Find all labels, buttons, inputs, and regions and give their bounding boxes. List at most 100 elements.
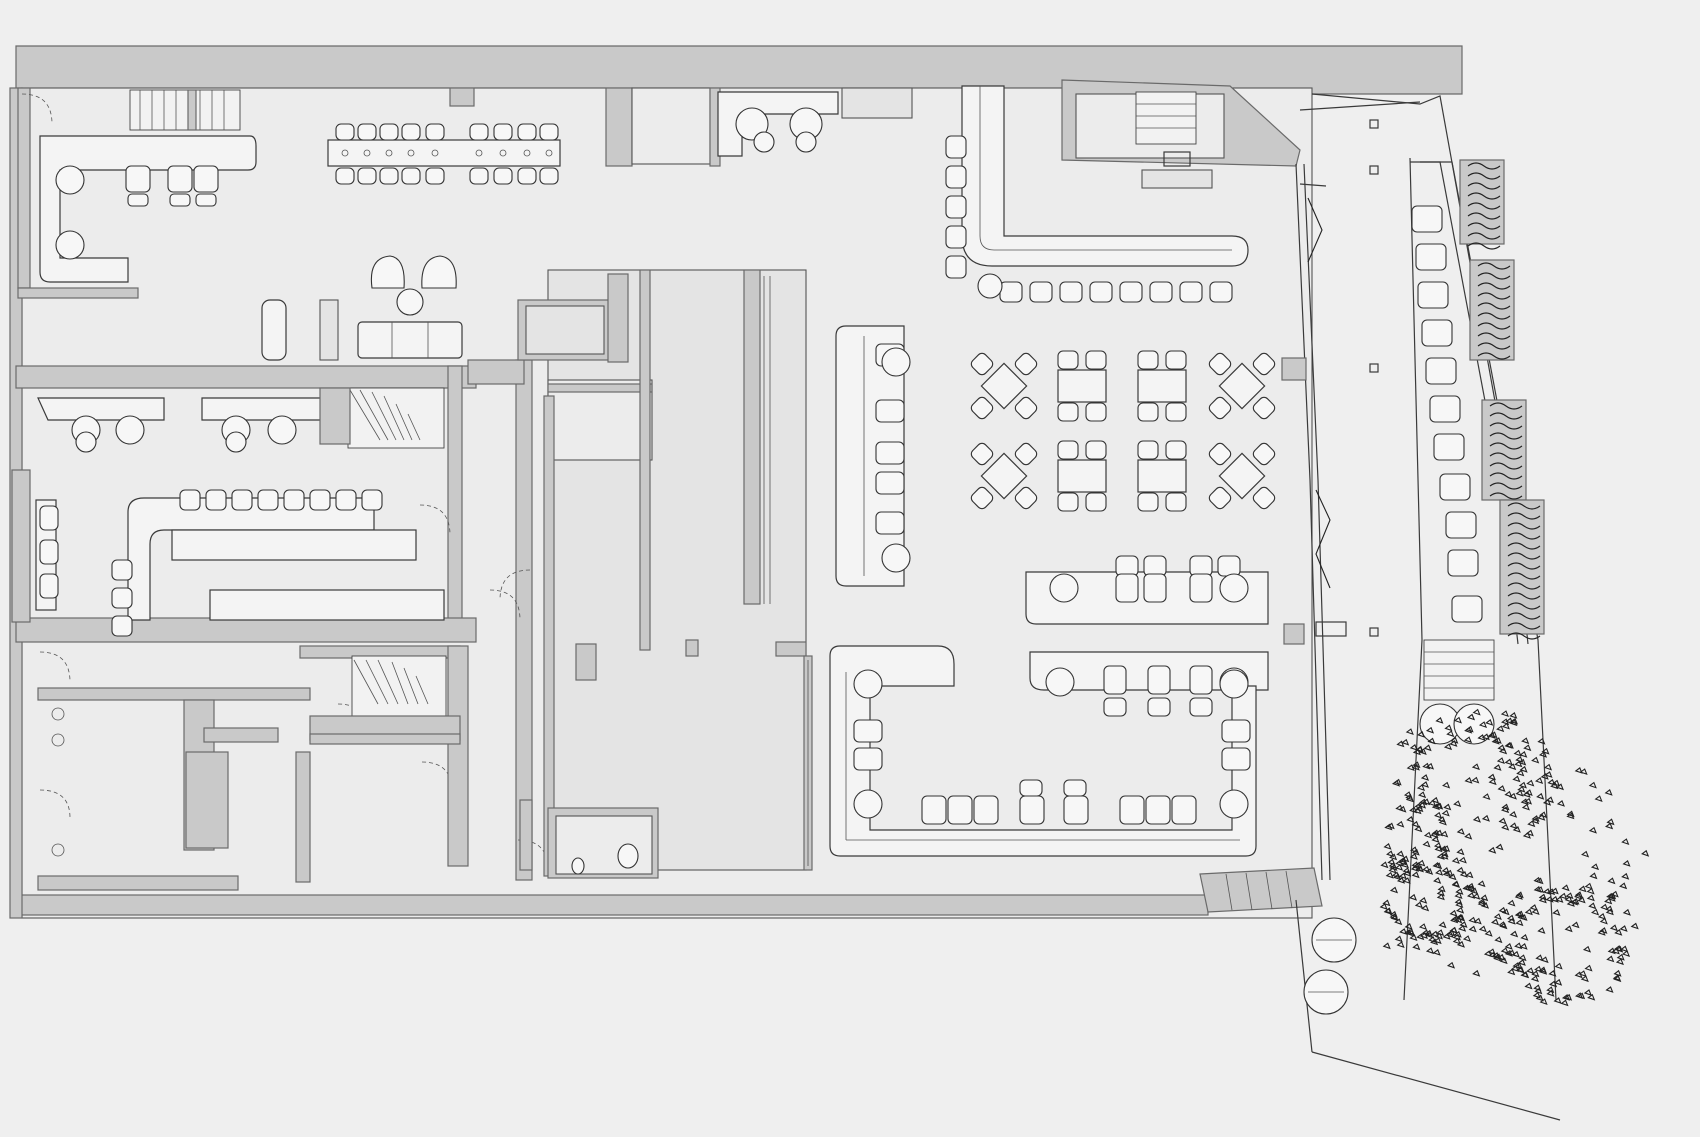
leaf	[1571, 921, 1580, 929]
leaf	[1464, 777, 1473, 784]
leaf	[1520, 971, 1529, 979]
leaf	[1509, 811, 1518, 818]
leaf	[1594, 795, 1603, 802]
leaf	[1501, 823, 1510, 831]
leaf	[1485, 719, 1494, 726]
leaf	[1427, 737, 1436, 745]
leaf	[1501, 722, 1510, 730]
planter-leaf	[1489, 472, 1523, 480]
leaf	[1610, 890, 1619, 898]
leaf	[1535, 777, 1544, 784]
leaf	[1456, 866, 1465, 874]
chair	[401, 123, 421, 141]
leaf	[1518, 781, 1527, 789]
chair	[493, 167, 513, 185]
leaf	[1580, 975, 1589, 983]
leaf	[1574, 971, 1583, 979]
table-marker	[499, 149, 507, 157]
leaf	[1542, 888, 1552, 895]
chair	[469, 123, 489, 141]
leaf	[1465, 871, 1474, 879]
chair	[1019, 779, 1043, 797]
booth-chair	[999, 281, 1023, 303]
booth-chair	[945, 225, 967, 249]
leaf	[1412, 748, 1421, 756]
leaf	[1471, 776, 1480, 784]
leaf	[1519, 943, 1528, 950]
leaf	[1446, 961, 1456, 969]
bench-seat	[39, 505, 59, 531]
leaf	[1566, 810, 1575, 818]
chair	[921, 795, 947, 825]
leaf	[1496, 725, 1505, 733]
leaf	[1588, 902, 1597, 910]
booth-chair	[977, 273, 1003, 299]
leaf	[1399, 928, 1408, 935]
room-top-left	[17, 87, 257, 299]
leaf	[1417, 859, 1426, 867]
chair	[1137, 402, 1159, 422]
booth-chair	[1089, 281, 1113, 303]
chair	[1019, 795, 1045, 825]
leaf	[1398, 856, 1408, 864]
leaf	[1548, 970, 1557, 977]
leaf	[1579, 768, 1588, 775]
chair	[1085, 402, 1107, 422]
leaf	[1588, 781, 1597, 789]
leaf	[1607, 895, 1616, 902]
leaf	[1545, 895, 1554, 903]
table-marker	[545, 149, 553, 157]
leaf	[1441, 867, 1450, 874]
leaf	[1388, 866, 1397, 874]
leaf	[1586, 894, 1595, 902]
leaf	[1451, 880, 1460, 888]
booth-chair	[875, 511, 905, 535]
bench-seat	[39, 539, 59, 565]
booth-chair	[1059, 281, 1083, 303]
leaf	[1449, 926, 1458, 934]
leaf	[1612, 974, 1621, 982]
leaf	[1607, 947, 1616, 955]
leaf	[1508, 763, 1517, 771]
leaf	[1599, 917, 1608, 925]
leaf	[1504, 758, 1513, 766]
leaf	[1529, 904, 1538, 911]
planter-leaf	[1489, 412, 1523, 420]
leaf	[1398, 805, 1407, 813]
chair	[1208, 442, 1232, 466]
leaf	[1444, 724, 1453, 732]
leaf	[1574, 891, 1583, 898]
leaf	[1484, 930, 1493, 937]
planter-leaf	[1507, 572, 1541, 580]
leaf	[1408, 893, 1418, 901]
chair	[1252, 442, 1276, 466]
leaf	[1419, 897, 1428, 904]
leaf	[1464, 832, 1473, 840]
stair-lower	[299, 645, 469, 867]
chair	[469, 167, 489, 185]
chair	[1189, 665, 1213, 695]
leaf	[1482, 793, 1491, 800]
planter-leaf	[1477, 312, 1511, 320]
planter-leaf	[1507, 602, 1541, 610]
leaf	[1501, 718, 1510, 726]
leaf	[1420, 774, 1430, 781]
terrace-chair	[1417, 281, 1449, 309]
leaf	[1605, 986, 1614, 993]
booth-chair	[1149, 281, 1173, 303]
leaf	[1531, 756, 1540, 764]
leaf	[1493, 737, 1502, 744]
leaf	[1515, 891, 1524, 899]
chair	[1014, 352, 1038, 376]
leaf	[1398, 872, 1407, 880]
chair	[1165, 350, 1187, 370]
leaf	[1435, 869, 1444, 876]
leaf	[1523, 744, 1532, 752]
planter-leaf	[1489, 462, 1523, 470]
leaf	[1443, 743, 1453, 751]
chair	[1057, 492, 1079, 512]
leaf	[1509, 719, 1518, 727]
bar-stool	[231, 489, 253, 511]
table-marker	[385, 149, 393, 157]
